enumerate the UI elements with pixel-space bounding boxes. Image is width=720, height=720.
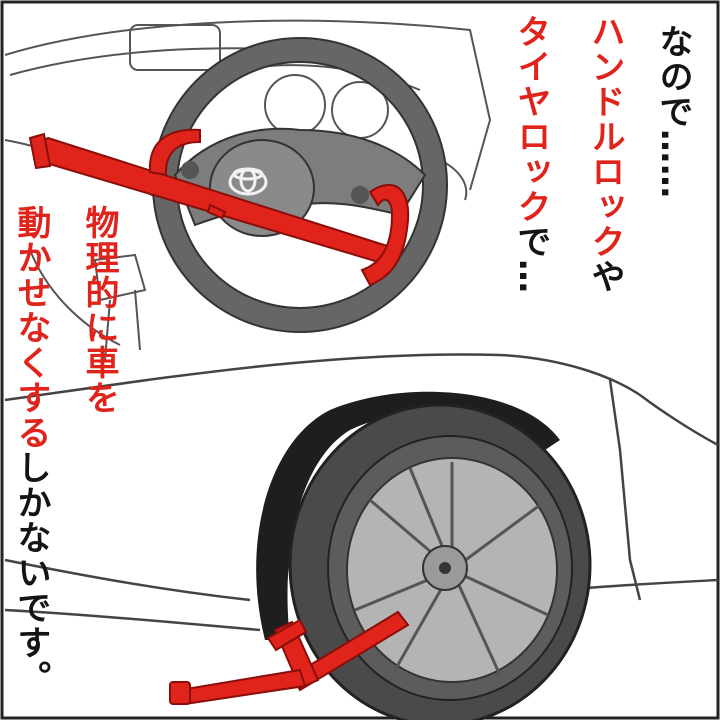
caption-line-3-tail: で… [511,224,551,294]
caption-tire-lock: タイヤロック [511,14,551,224]
steering-wheel-lock [28,128,410,287]
caption-line-5: 動かせなくするしかないです。 [11,205,51,695]
caption-handle-lock: ハンドルロック [585,14,625,259]
caption-line-2: ハンドルロックや [585,14,625,294]
caption-line-2-tail: や [585,259,625,294]
caption-line-5-red: 動かせなくする [11,205,51,450]
caption-line-5-tail: しかないです。 [11,450,51,695]
caption-line-3: タイヤロックで… [511,14,551,294]
wheel-rim [346,457,558,683]
car-logo [228,167,268,196]
caption-line-1: なので…… [653,24,693,199]
tire-clamp [169,610,410,706]
wheel-arch [256,391,560,640]
caption-line-4: 物理的に車を [79,205,119,415]
